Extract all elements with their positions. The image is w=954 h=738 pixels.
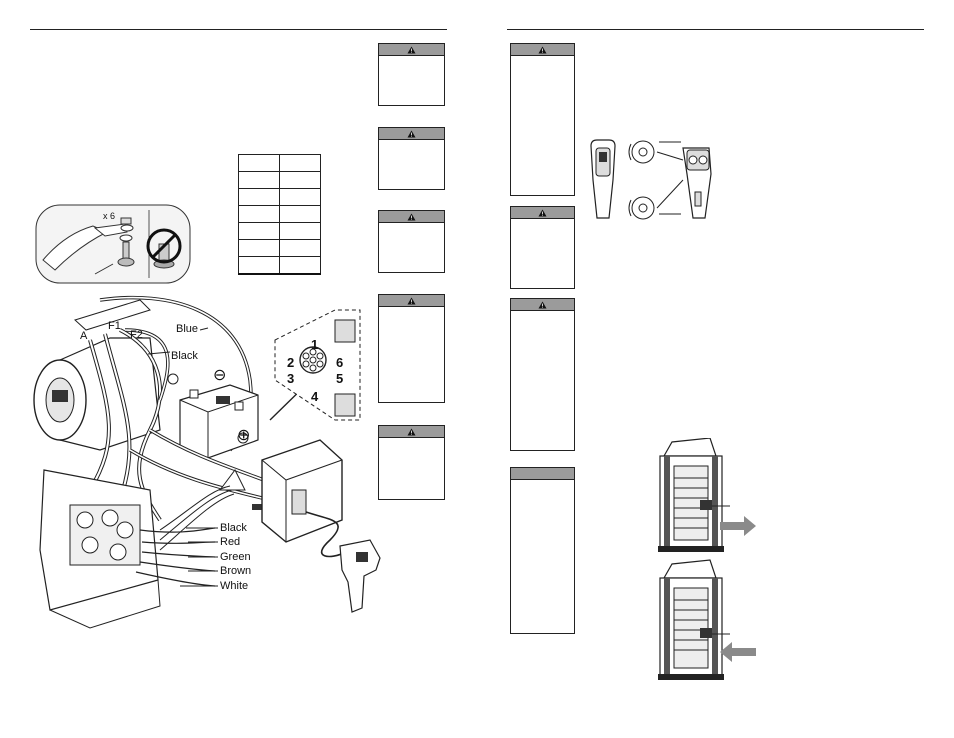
table-row <box>238 256 321 275</box>
right-page <box>477 0 954 738</box>
arrow-right-icon <box>720 516 756 536</box>
wiring-illustration <box>33 295 381 629</box>
warning-box-8 <box>510 298 575 451</box>
battery-negative-symbol: ⊖ <box>213 367 227 384</box>
control-wire-brown: Brown <box>220 565 252 577</box>
table-row <box>238 222 321 240</box>
warning-triangle-icon <box>538 301 547 308</box>
warning-triangle-icon <box>407 130 416 137</box>
terminal-label-a: A <box>80 330 88 342</box>
pin-label-1: 1 <box>311 337 319 352</box>
warning-box-4 <box>378 294 445 403</box>
spec-table <box>238 154 321 275</box>
table-row <box>238 205 321 223</box>
left-page: x 6 <box>30 29 450 650</box>
winch-drum-icon <box>658 437 730 552</box>
battery-positive-symbol: ⊕ <box>237 427 251 444</box>
table-row <box>238 188 321 206</box>
table-row <box>238 239 321 257</box>
left-page-top-rule <box>30 29 447 30</box>
warning-box-2 <box>378 127 445 190</box>
control-wire-white: White <box>220 580 249 592</box>
arrow-left-icon <box>720 642 756 662</box>
wiring-diagram: Blue Black A F1 F2 ⊖ ⊕ 1 2 3 4 5 6 Black… <box>30 290 450 650</box>
warning-box-3 <box>378 210 445 273</box>
warning-triangle-icon <box>407 46 416 53</box>
pin-label-3: 3 <box>287 371 295 386</box>
hardware-illustration <box>35 204 191 284</box>
table-row <box>238 171 321 189</box>
control-wire-red: Red <box>220 536 241 548</box>
warning-box-5 <box>378 425 445 500</box>
winch-figures <box>652 437 772 688</box>
warning-box-7 <box>510 206 575 289</box>
table-row <box>238 154 321 172</box>
warning-triangle-icon <box>407 213 416 220</box>
winch-drum-illustration <box>658 437 756 680</box>
winch-drum-icon <box>658 559 730 680</box>
warning-triangle-icon <box>407 297 416 304</box>
pin-label-5: 5 <box>336 371 344 386</box>
quantity-label: x 6 <box>103 211 116 221</box>
terminal-label-f1: F1 <box>108 320 121 332</box>
terminal-label-f2: F2 <box>130 329 143 341</box>
warning-box-1 <box>378 43 445 106</box>
right-page-top-rule <box>507 29 924 30</box>
pin-label-2: 2 <box>287 355 295 370</box>
warning-box-6 <box>510 43 575 196</box>
remote-figure <box>587 130 737 222</box>
hardware-inset-figure: x 6 <box>35 204 191 284</box>
remote-control-icon <box>339 539 381 613</box>
control-wire-green: Green <box>220 551 251 563</box>
notice-box <box>510 467 575 634</box>
warning-triangle-icon <box>407 428 416 435</box>
warning-triangle-icon <box>538 209 547 216</box>
pin-label-4: 4 <box>311 389 319 404</box>
pin-label-6: 6 <box>336 355 344 370</box>
control-wire-black: Black <box>220 522 247 534</box>
wire-label-blue: Blue <box>176 323 199 335</box>
warning-triangle-icon <box>538 46 547 53</box>
wire-label-black: Black <box>171 350 198 362</box>
remote-illustration <box>590 139 712 220</box>
